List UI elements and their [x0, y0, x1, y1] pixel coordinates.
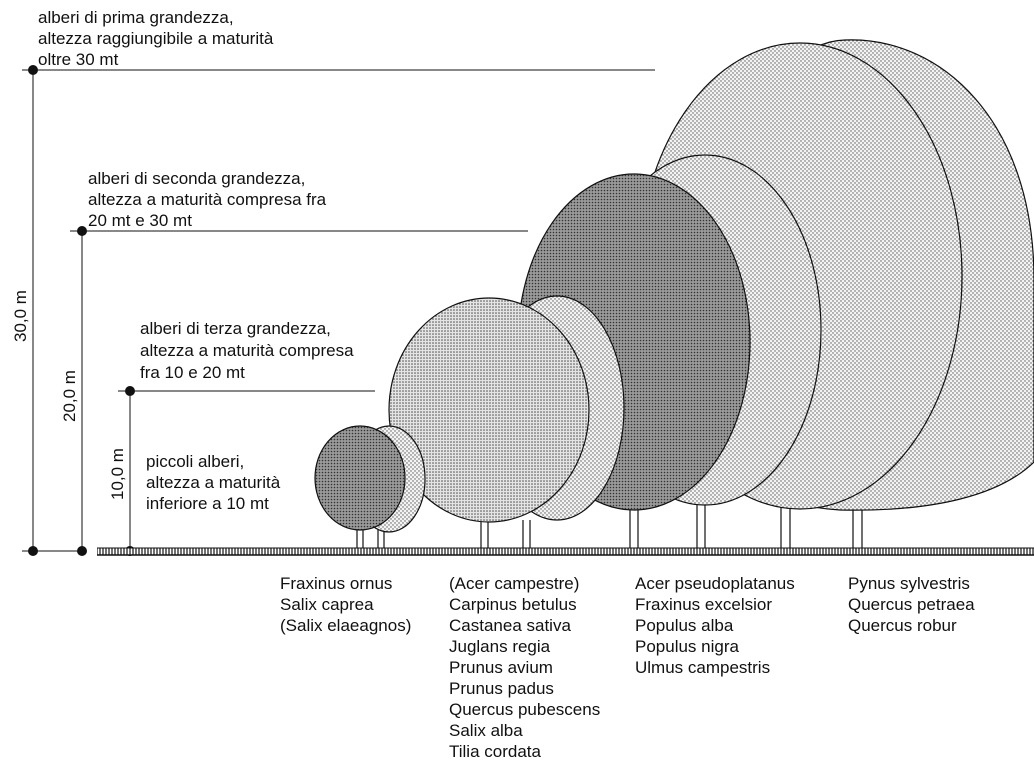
species-group-first: Pynus sylvestris Quercus petraea Quercus…	[848, 573, 975, 636]
level-4-text-line-3: inferiore a 10 mt	[146, 494, 269, 513]
species-name: Ulmus campestris	[635, 657, 795, 678]
species-name: Carpinus betulus	[449, 594, 600, 615]
level-1-text-line-1: alberi di prima grandezza,	[38, 8, 234, 27]
level-1-top-dot	[28, 65, 38, 75]
level-3-text-line-2: altezza a maturità compresa	[140, 341, 354, 360]
level-2-text-line-2: altezza a maturità compresa fra	[88, 190, 327, 209]
level-3-axis-label: 10,0 m	[108, 448, 127, 500]
level-1-axis-label: 30,0 m	[11, 290, 30, 342]
level-2-axis-label: 20,0 m	[60, 370, 79, 422]
ground-line	[22, 548, 1034, 555]
level-3-top-dot	[125, 386, 135, 396]
species-group-third: (Acer campestre) Carpinus betulus Castan…	[449, 573, 600, 762]
species-name: Salix caprea	[280, 594, 411, 615]
species-name: Juglans regia	[449, 636, 600, 657]
species-name: Quercus robur	[848, 615, 975, 636]
species-name: Populus alba	[635, 615, 795, 636]
species-name: Salix alba	[449, 720, 600, 741]
level-3-text-line-1: alberi di terza grandezza,	[140, 319, 331, 338]
species-name: (Acer campestre)	[449, 573, 600, 594]
species-name: Populus nigra	[635, 636, 795, 657]
species-name: (Salix elaeagnos)	[280, 615, 411, 636]
species-name: Quercus petraea	[848, 594, 975, 615]
species-group-small: Fraxinus ornus Salix caprea (Salix elaea…	[280, 573, 411, 636]
level-2-text-line-3: 20 mt e 30 mt	[88, 211, 192, 230]
species-name: Fraxinus excelsior	[635, 594, 795, 615]
species-group-second: Acer pseudoplatanus Fraxinus excelsior P…	[635, 573, 795, 678]
species-name: Tilia cordata	[449, 741, 600, 762]
level-2-text-line-1: alberi di seconda grandezza,	[88, 169, 305, 188]
species-name: Prunus avium	[449, 657, 600, 678]
species-name: Pynus sylvestris	[848, 573, 975, 594]
level-4-annotation: piccoli alberi, altezza a maturità infer…	[146, 452, 281, 513]
level-4-text-line-2: altezza a maturità	[146, 473, 281, 492]
species-name: Prunus padus	[449, 678, 600, 699]
level-2-top-dot	[77, 226, 87, 236]
species-name: Fraxinus ornus	[280, 573, 411, 594]
level-4-text-line-1: piccoli alberi,	[146, 452, 244, 471]
level-3-text-line-3: fra 10 e 20 mt	[140, 363, 245, 382]
species-name: Quercus pubescens	[449, 699, 600, 720]
level-1-text-line-3: oltre 30 mt	[38, 50, 119, 69]
trees	[315, 40, 1034, 551]
level-1-text-line-2: altezza raggiungibile a maturità	[38, 29, 274, 48]
species-name: Castanea sativa	[449, 615, 600, 636]
species-name: Acer pseudoplatanus	[635, 573, 795, 594]
